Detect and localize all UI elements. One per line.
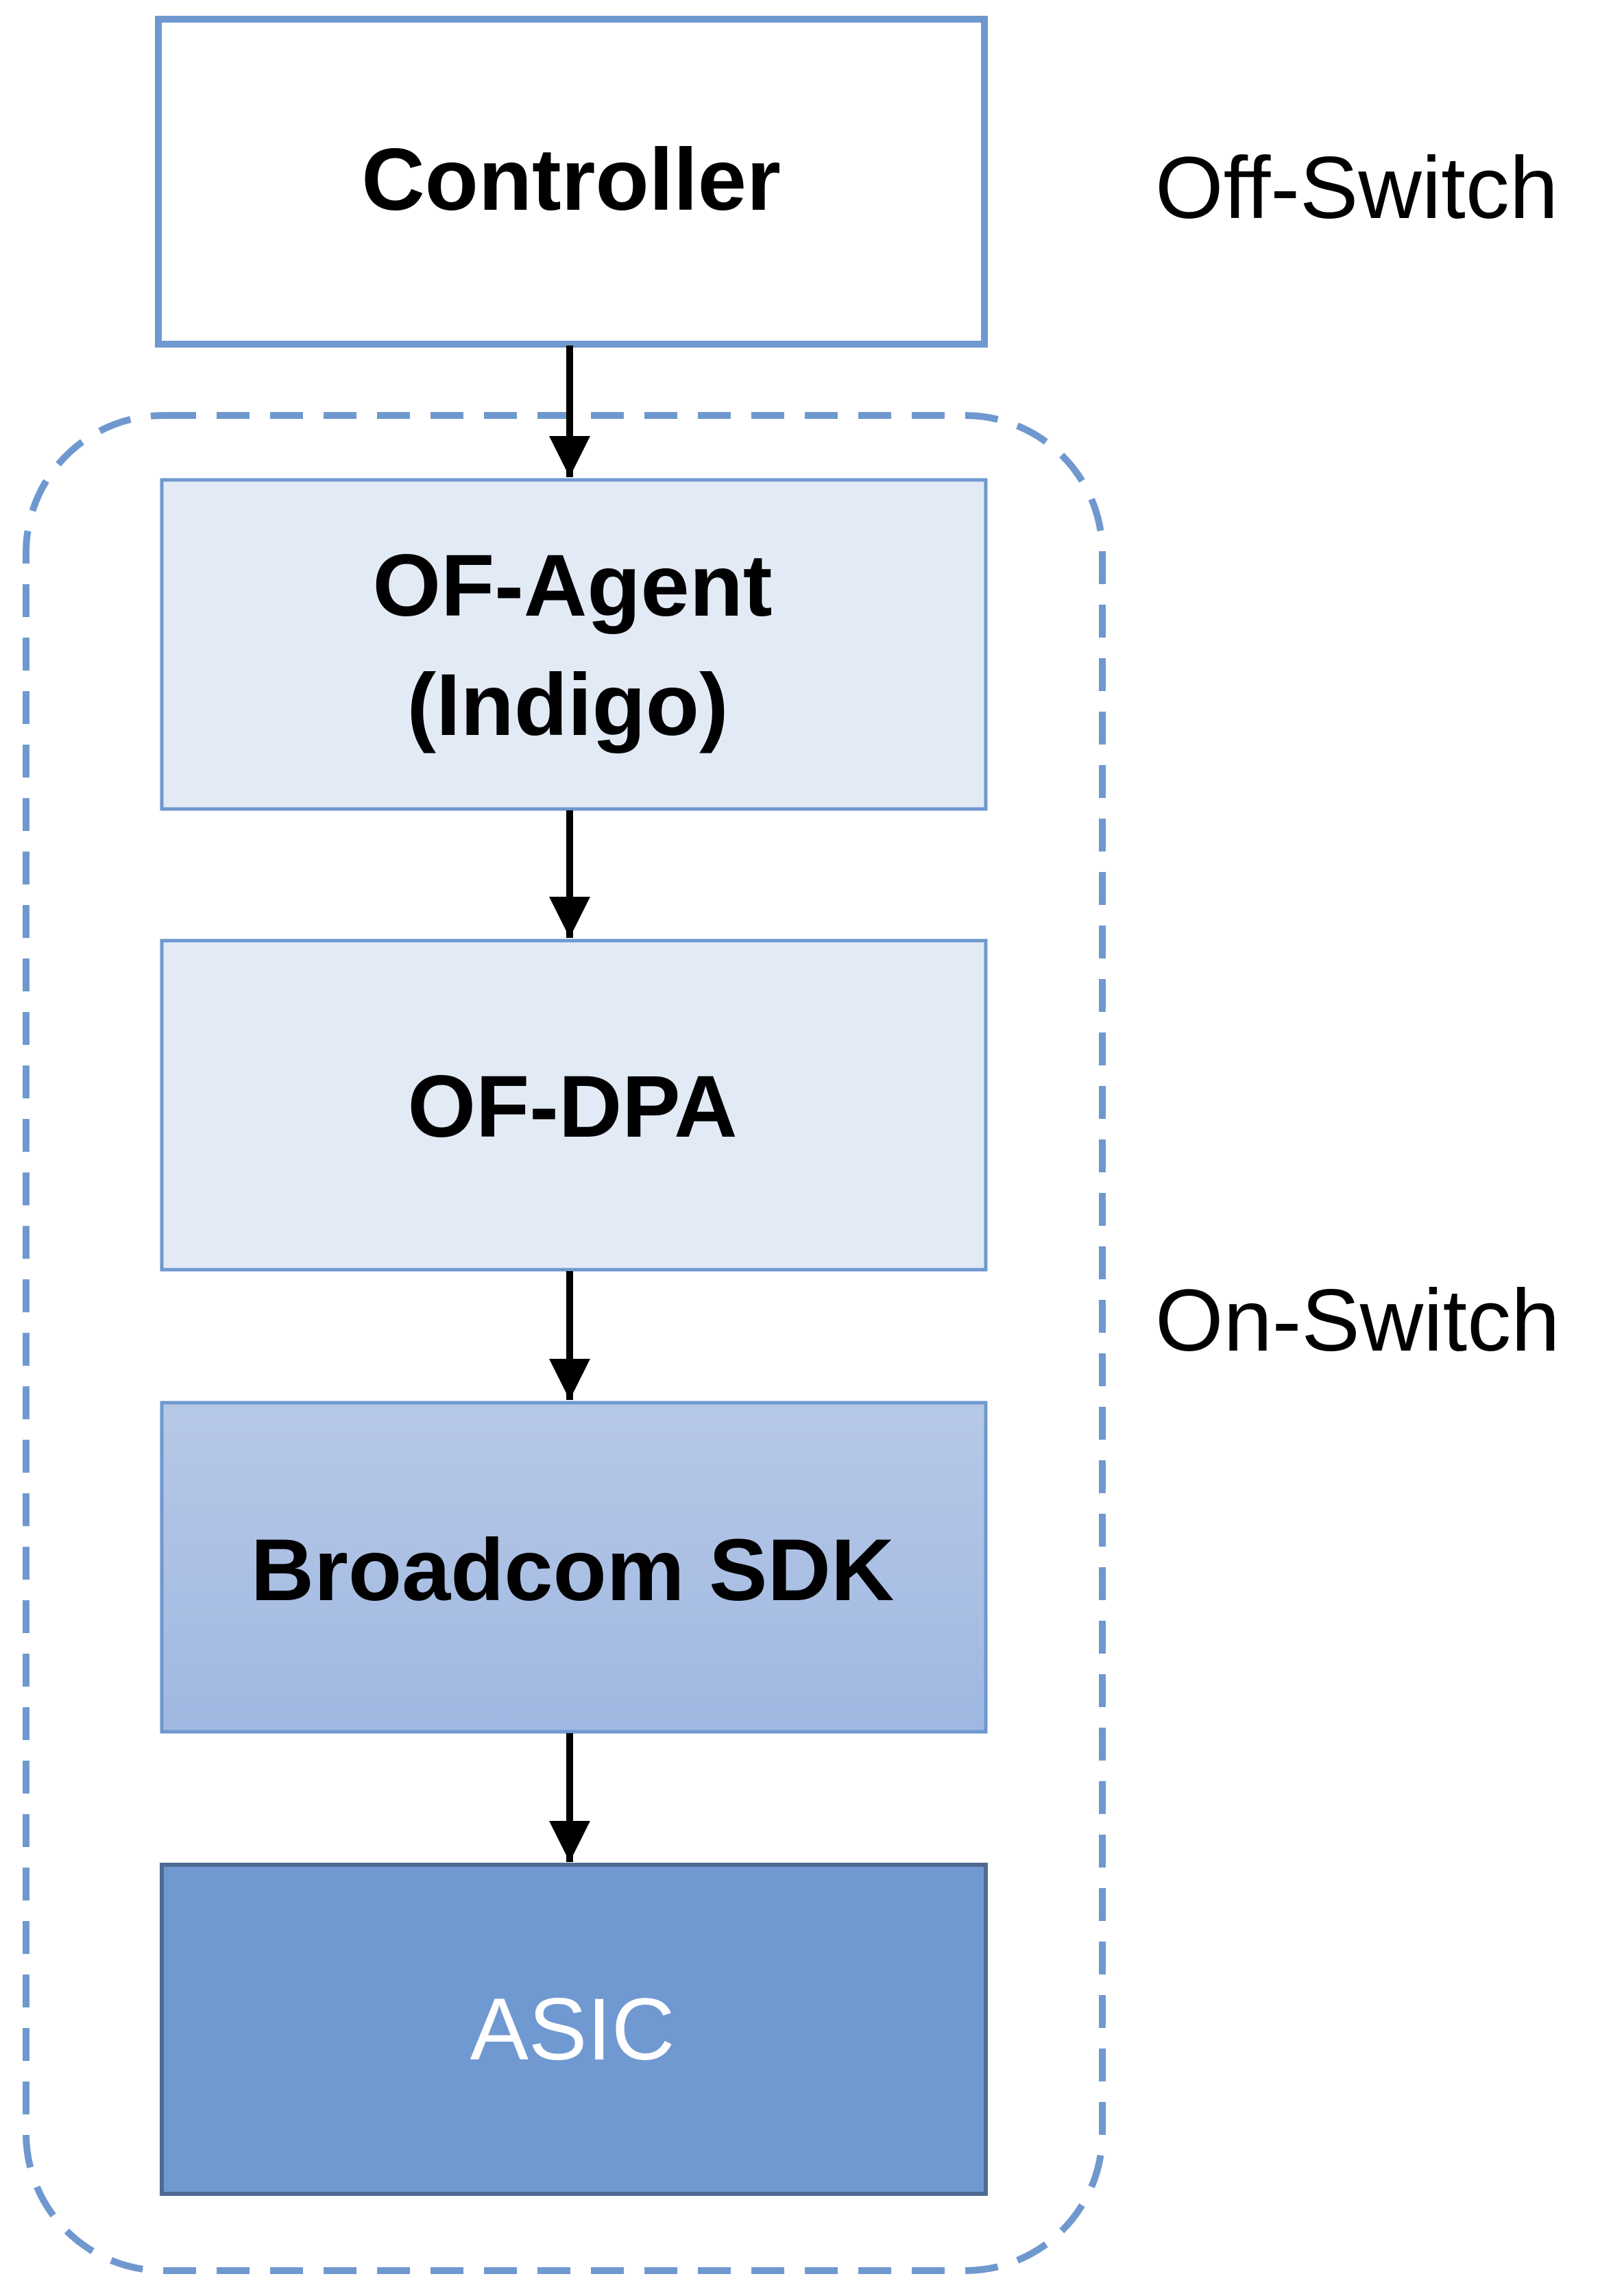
asic-label: ASIC	[470, 1981, 675, 2079]
of-agent-box	[160, 478, 988, 811]
asic-box	[160, 1863, 988, 2196]
of-dpa-block: OF-DPA	[160, 939, 988, 1272]
of-dpa-box	[160, 939, 988, 1272]
asic-block: ASIC	[160, 1863, 988, 2196]
of-agent-label-line2: (Indigo)	[407, 656, 728, 754]
controller-label: Controller	[361, 131, 781, 229]
broadcom-sdk-label: Broadcom SDK	[251, 1521, 895, 1619]
broadcom-sdk-box	[160, 1401, 988, 1734]
controller-block: Controller	[155, 16, 988, 348]
broadcom-sdk-block: Broadcom SDK	[160, 1401, 988, 1734]
on-switch-label: On-Switch	[1155, 1272, 1560, 1370]
of-agent-block: OF-Agent (Indigo)	[160, 478, 988, 811]
controller-box	[155, 16, 988, 348]
off-switch-label: Off-Switch	[1155, 139, 1558, 237]
of-dpa-label: OF-DPA	[407, 1058, 737, 1156]
of-agent-label-line1: OF-Agent	[373, 537, 773, 635]
on-switch-boundary	[23, 412, 1106, 2274]
